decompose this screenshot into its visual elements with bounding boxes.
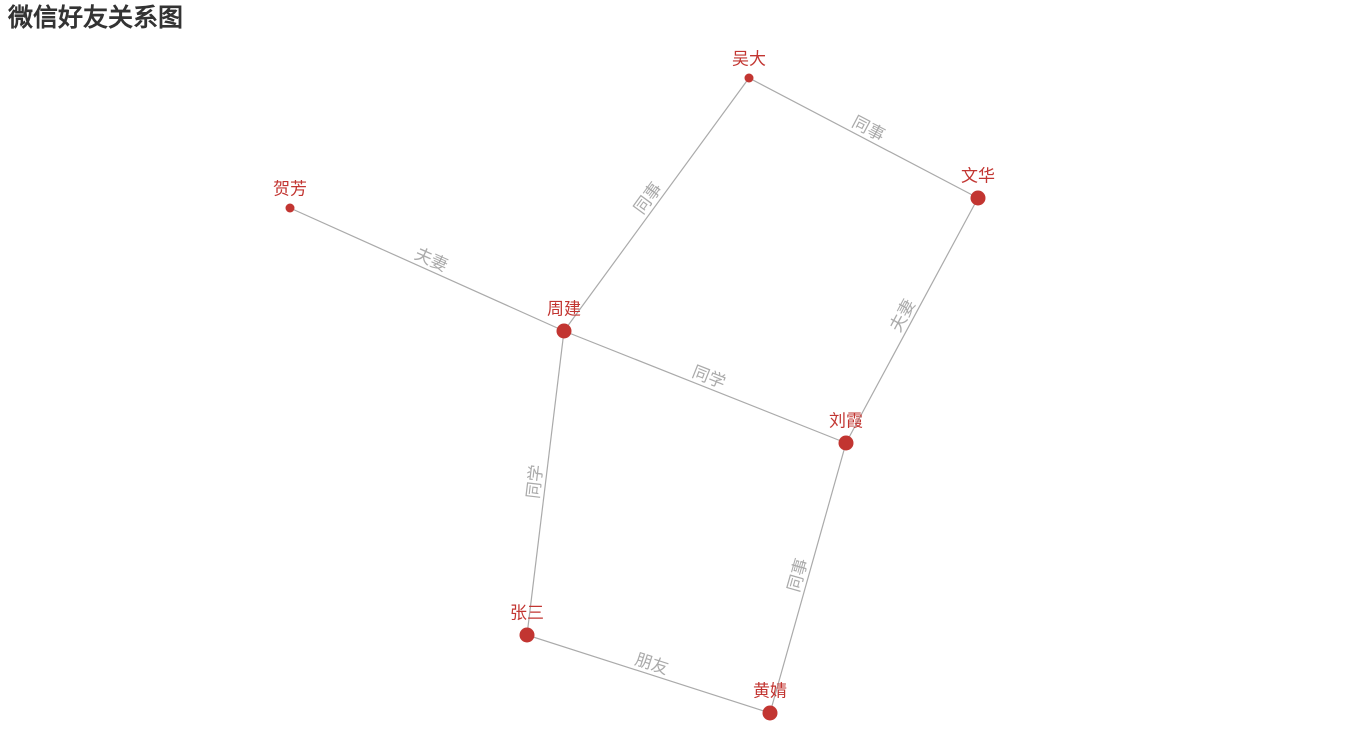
edge-wenhua-liuxia[interactable] [845, 197, 979, 444]
edge-zhangsan-huangjing[interactable] [526, 634, 771, 714]
node-huangjing[interactable] [762, 705, 778, 721]
edge-label: 同学 [524, 464, 548, 500]
node-zhoujian[interactable] [556, 323, 572, 339]
edge-zhoujian-zhangsan[interactable] [526, 330, 565, 636]
node-zhangsan[interactable] [519, 627, 535, 643]
edge-liuxia-huangjing[interactable] [769, 442, 847, 714]
edge-zhoujian-liuxia[interactable] [563, 330, 847, 444]
node-label-zhangsan: 张三 [510, 604, 544, 624]
node-label-wenhua: 文华 [961, 167, 995, 187]
edge-label: 朋友 [632, 650, 670, 679]
edge-wuda-zhoujian[interactable] [563, 77, 750, 332]
node-label-wuda: 吴大 [732, 50, 766, 70]
node-hefang[interactable] [285, 203, 295, 213]
node-label-huangjing: 黄婧 [753, 682, 787, 702]
edges-layer [289, 77, 979, 714]
edge-wuda-wenhua[interactable] [748, 77, 979, 199]
edge-hefang-zhoujian[interactable] [289, 207, 565, 332]
edge-label: 同事 [784, 556, 812, 594]
chart-title: 微信好友关系图 [8, 3, 184, 32]
node-liuxia[interactable] [838, 435, 854, 451]
node-wenhua[interactable] [970, 190, 986, 206]
node-label-hefang: 贺芳 [273, 180, 307, 200]
node-label-zhoujian: 周建 [547, 300, 581, 320]
node-label-liuxia: 刘霞 [829, 412, 863, 432]
node-wuda[interactable] [744, 73, 754, 83]
nodes-layer [285, 73, 986, 721]
